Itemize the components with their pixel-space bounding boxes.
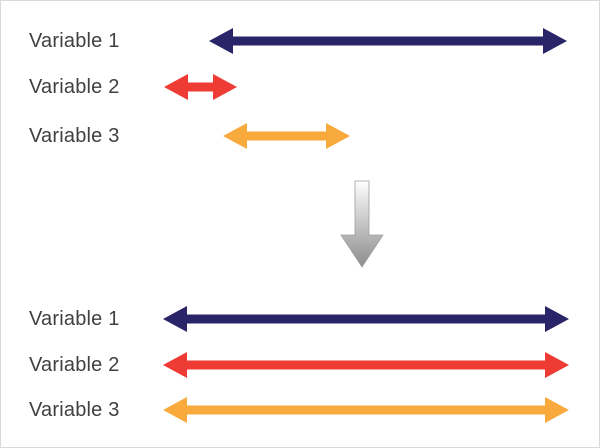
before-label-variable-1: Variable 1 [29, 30, 120, 52]
after-row-variable-3: Variable 3 [1, 388, 599, 432]
after-row-variable-2: Variable 2 [1, 343, 599, 387]
before-row-variable-1: Variable 1 [1, 19, 599, 63]
after-label-variable-1: Variable 1 [29, 308, 120, 330]
downward-transition-arrow [339, 179, 385, 279]
before-panel: Variable 1 Variable 2 Variable 3 [1, 1, 599, 171]
before-label-variable-3: Variable 3 [29, 125, 120, 147]
after-arrow-variable-1 [163, 297, 569, 341]
before-arrow-variable-3 [223, 114, 350, 158]
before-row-variable-3: Variable 3 [1, 114, 599, 158]
after-arrow-variable-3 [163, 388, 569, 432]
after-row-variable-1: Variable 1 [1, 297, 599, 341]
after-label-variable-2: Variable 2 [29, 354, 120, 376]
after-label-variable-3: Variable 3 [29, 399, 120, 421]
before-arrow-variable-1 [209, 19, 567, 63]
before-row-variable-2: Variable 2 [1, 65, 599, 109]
after-arrow-variable-2 [163, 343, 569, 387]
after-panel: Variable 1 Variable 2 Variable 3 [1, 289, 599, 447]
before-arrow-variable-2 [164, 65, 237, 109]
before-label-variable-2: Variable 2 [29, 76, 120, 98]
